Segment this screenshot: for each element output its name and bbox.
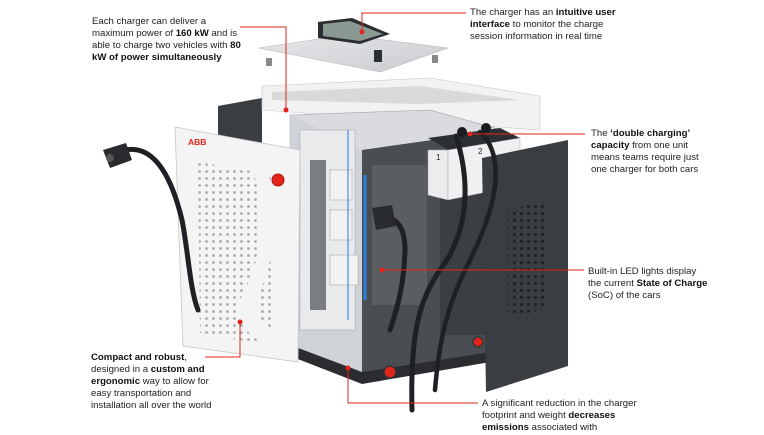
leader-reduction (347, 368, 478, 404)
callout-part: intuitive user interface (470, 7, 616, 30)
callout-part: ‘double charging’ capacity (591, 128, 690, 151)
callout-part: custom and ergonomic (91, 364, 205, 387)
callout-part: way to allow for easy transportation and… (91, 376, 212, 411)
callout-part: (SoC) of the cars (588, 290, 661, 301)
callout-led-lights: Built-in LED lights display the current … (588, 266, 708, 302)
callout-part: to monitor the charge session informatio… (470, 19, 604, 42)
touch-screen (318, 18, 390, 62)
connector-number: 1 (436, 153, 441, 162)
caster-wheel (383, 365, 397, 379)
connector-number: 2 (478, 147, 483, 156)
callout-part: and is able to charge two vehicles with (92, 28, 238, 51)
leader-compact (205, 322, 241, 358)
leader-power (240, 26, 287, 110)
callout-part: 160 kW (175, 28, 209, 39)
callout-double-charging: The ‘double charging’ capacity from one … (591, 128, 711, 176)
right-door (482, 140, 568, 392)
callout-part: The (591, 128, 611, 139)
callout-part: A significant reduction in the charger f… (482, 398, 637, 421)
callout-reduction: A significant reduction in the charger f… (482, 398, 652, 435)
callout-part: , designed in a (91, 352, 187, 375)
caster-wheel (472, 336, 484, 348)
emergency-stop-button (271, 173, 285, 187)
callout-user-interface: The charger has an intuitive user interf… (470, 7, 620, 43)
callout-part: Built-in LED lights display the current (588, 266, 697, 289)
ccs-connector (372, 205, 396, 230)
callout-part: Compact and robust (91, 352, 185, 363)
abb-logo: ABB (188, 137, 206, 147)
callout-part: The charger has an (470, 7, 556, 18)
leader-lines (205, 12, 585, 404)
callout-part: 80 kW of power simultaneously (92, 40, 241, 63)
ccs-connector (103, 143, 132, 168)
leader-ui (361, 12, 466, 32)
led-strip (347, 130, 367, 320)
callout-part: Each charger can deliver a maximum power… (92, 16, 207, 39)
callout-power: Each charger can deliver a maximum power… (92, 16, 242, 64)
callout-part: from one unit means teams require just o… (591, 140, 699, 175)
callout-part: decreases emissions (482, 410, 616, 433)
callout-compact: Compact and robust, designed in a custom… (91, 352, 221, 412)
left-door: ABB (174, 126, 301, 363)
callout-part: State of Charge (636, 278, 708, 289)
top-lid (257, 18, 449, 73)
